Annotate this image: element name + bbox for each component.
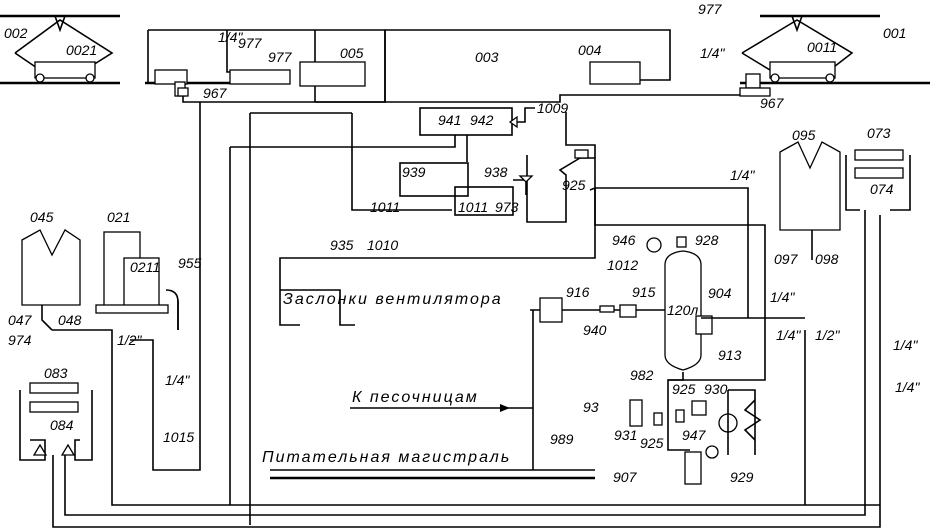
label: 93 (583, 399, 599, 415)
label: 1015 (163, 429, 194, 445)
label: 973 (495, 199, 519, 215)
sander-045 (21, 229, 81, 331)
label: 1009 (537, 100, 568, 116)
label: 930 (704, 381, 728, 397)
label: 1/4" (895, 379, 920, 395)
label: 946 (612, 232, 636, 248)
label: 001 (883, 25, 906, 41)
label: 931 (614, 427, 637, 443)
label: 967 (203, 85, 228, 101)
label: 935 (330, 237, 354, 253)
label: 925 (562, 177, 586, 193)
label: 977 (238, 35, 263, 51)
label: 947 (682, 427, 707, 443)
main-reservoir-904 (530, 236, 805, 470)
label: 929 (730, 469, 754, 485)
label: 928 (695, 232, 719, 248)
label: 097 (774, 251, 799, 267)
label: 1012 (607, 257, 638, 273)
label: 084 (50, 417, 74, 433)
label: 1/4" (700, 45, 725, 61)
label: 925 (672, 381, 696, 397)
sander-095 (779, 141, 841, 260)
label: 941 (438, 112, 461, 128)
label: 907 (613, 469, 638, 485)
label: 955 (178, 255, 202, 271)
label: 925 (640, 435, 664, 451)
labels: 002 0021 1/4" 977 005 977 003 004 977 1/… (4, 1, 920, 485)
label: 120л (667, 302, 698, 318)
label: 002 (4, 25, 28, 41)
whistle-021 (95, 231, 179, 330)
label: 045 (30, 209, 54, 225)
label: 977 (698, 1, 723, 17)
label: 1/4" (218, 29, 243, 45)
label: 047 (8, 312, 33, 328)
label: 940 (583, 322, 607, 338)
label: 1/4" (730, 167, 755, 183)
label: 1/4" (776, 327, 801, 343)
label: 074 (870, 181, 894, 197)
valve-blocks (230, 107, 766, 326)
label: 989 (550, 431, 574, 447)
label: 098 (815, 251, 839, 267)
pantograph-002 (14, 15, 114, 83)
label: 021 (107, 209, 130, 225)
caption-fan-dampers: Заслонки вентилятора (283, 291, 503, 308)
label: 916 (566, 284, 590, 300)
label: 005 (340, 45, 364, 61)
label: 942 (470, 112, 494, 128)
label: 1011 (370, 199, 400, 215)
reservoirs-083 (19, 382, 93, 461)
label: 073 (867, 125, 891, 141)
label: 083 (44, 365, 68, 381)
label: 915 (632, 284, 656, 300)
label: 0021 (66, 42, 97, 58)
label: 0011 (807, 39, 837, 55)
label: 1/4" (893, 337, 918, 353)
label: 003 (475, 49, 499, 65)
roof-equipment (154, 61, 771, 97)
label: 095 (792, 127, 816, 143)
label: 913 (718, 347, 742, 363)
label: 939 (402, 164, 426, 180)
label: 1/4" (770, 289, 795, 305)
label: 982 (630, 367, 654, 383)
caption-feed-line: Питательная магистраль (262, 449, 511, 466)
label: 938 (484, 164, 508, 180)
reservoirs-073 (845, 149, 911, 211)
caption-to-sandboxes: К песочницам (352, 389, 479, 406)
compressor-group (629, 275, 766, 485)
label: 1/2" (815, 327, 840, 343)
label: 048 (58, 312, 82, 328)
label: 1/4" (165, 372, 190, 388)
label: 1010 (367, 237, 398, 253)
pantograph-001 (741, 15, 854, 83)
label: 967 (760, 95, 785, 111)
label: 1011 (458, 199, 488, 215)
label: 977 (268, 49, 293, 65)
label: 1/2" (117, 332, 142, 348)
label: 904 (708, 285, 732, 301)
label: 004 (578, 42, 602, 58)
label: 0211 (130, 259, 160, 275)
label: 974 (8, 332, 32, 348)
